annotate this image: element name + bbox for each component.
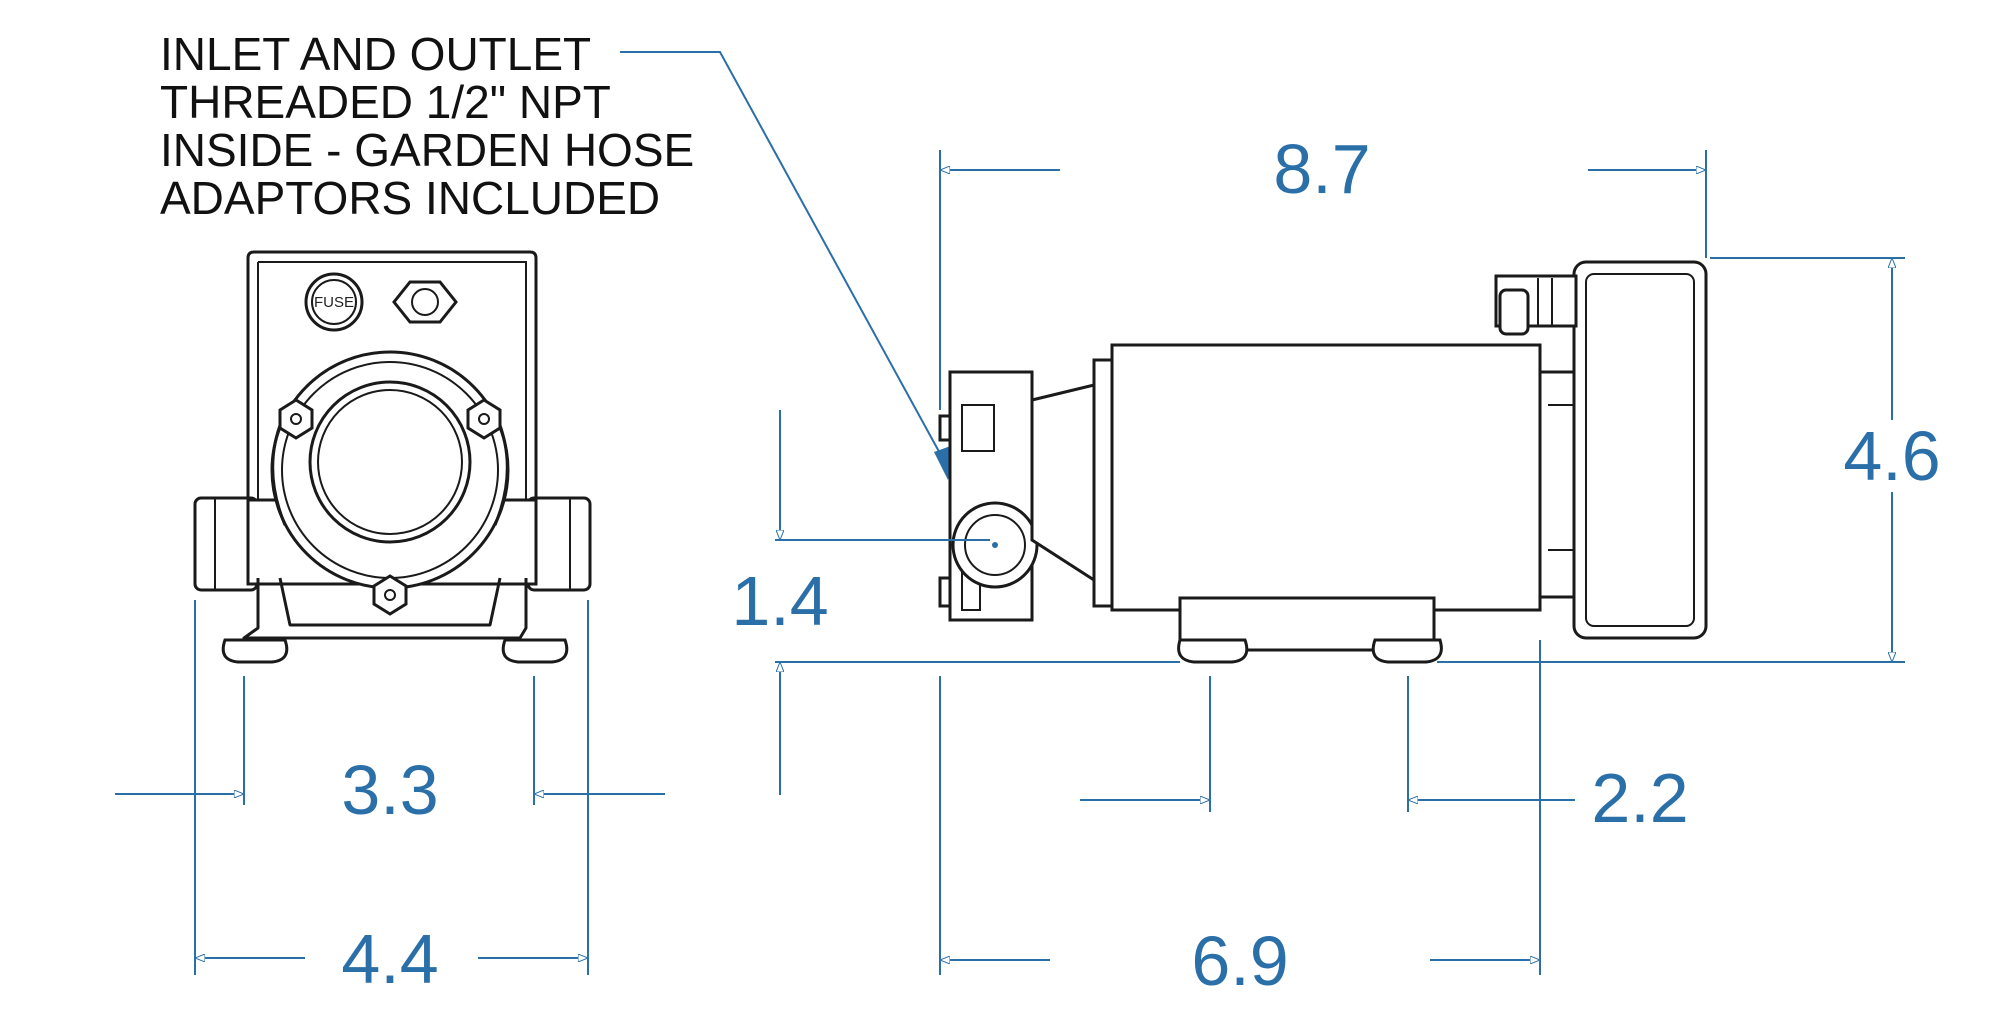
dim-port-height-label: 1.4 <box>731 562 828 640</box>
head-bolt-left <box>278 398 314 440</box>
callout-note: INLET AND OUTLET THREADED 1/2" NPT INSID… <box>160 28 694 224</box>
note-line-4: ADAPTORS INCLUDED <box>160 172 660 224</box>
front-inlet-port <box>193 496 259 592</box>
front-foot-right <box>501 638 569 664</box>
dim-1-4: 1.4 <box>731 410 1180 795</box>
callout-leader <box>620 51 956 480</box>
side-view-pump <box>938 260 1708 664</box>
dim-3-3: 3.3 <box>115 676 665 829</box>
cable-gland <box>1494 274 1578 336</box>
dim-4-4: 4.4 <box>194 600 589 998</box>
dim-overall-length-label: 8.7 <box>1273 130 1370 208</box>
side-foot-right <box>1371 638 1443 664</box>
dim-8-7: 8.7 <box>939 130 1707 410</box>
dim-mount-width-label: 3.3 <box>341 751 438 829</box>
hex-nut <box>392 280 458 324</box>
dim-foot-spacing-label: 2.2 <box>1591 759 1688 837</box>
dim-overall-width-label: 4.4 <box>341 920 438 998</box>
switch-box <box>1572 260 1708 640</box>
dim-2-2: 2.2 <box>1080 676 1689 837</box>
front-view-pump: FUSE <box>193 250 592 664</box>
note-line-3: INSIDE - GARDEN HOSE <box>160 124 694 176</box>
dim-4-6: 4.6 <box>1437 257 1941 663</box>
fuse-cap: FUSE <box>304 272 364 332</box>
front-outlet-port <box>526 496 592 592</box>
front-foot-left <box>221 638 289 664</box>
dim-base-length-label: 6.9 <box>1191 922 1288 1000</box>
note-line-2: THREADED 1/2" NPT <box>160 76 611 128</box>
note-line-1: INLET AND OUTLET <box>160 28 591 80</box>
side-foot-left <box>1177 638 1249 664</box>
fuse-label: FUSE <box>314 294 354 311</box>
dim-6-9: 6.9 <box>939 640 1541 1000</box>
head-bolt-bottom <box>372 574 408 616</box>
head-bolt-right <box>466 398 502 440</box>
side-port <box>951 501 1039 589</box>
dim-height-label: 4.6 <box>1843 417 1940 495</box>
